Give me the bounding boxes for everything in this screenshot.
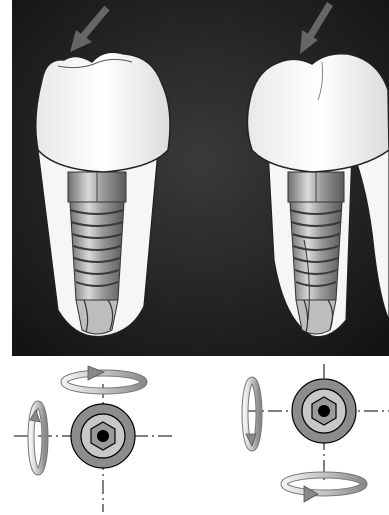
implant-cross-section-left [71, 404, 135, 468]
implant-cross-section-right [292, 379, 356, 443]
rotation-schematic-panel [0, 356, 389, 515]
crown-right [247, 54, 389, 172]
implant-photo-panel [12, 0, 389, 356]
crown-left [36, 52, 170, 172]
